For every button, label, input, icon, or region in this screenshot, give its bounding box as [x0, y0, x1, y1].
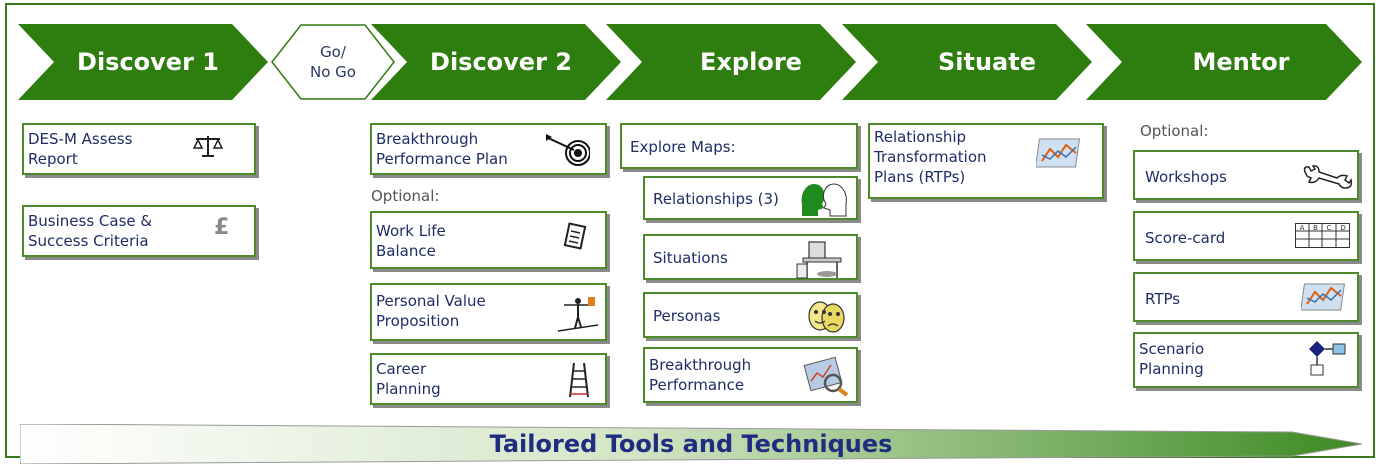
item-explore-maps-header: Explore Maps: [620, 123, 858, 169]
item-relationship-transformation-plans: Relationship Transformation Plans (RTPs) [868, 123, 1104, 199]
item-label: Situations [653, 249, 728, 267]
item-label: Personal Value Proposition [376, 292, 486, 330]
phase-label: Mentor [1192, 48, 1290, 76]
item-label: DES-M Assess Report [28, 130, 133, 168]
item-rtps: RTPs [1133, 272, 1359, 322]
grid-label: A [1300, 224, 1305, 232]
trend-chart-icon [1300, 280, 1353, 321]
phase-label: Discover 2 [430, 48, 572, 76]
item-des-m-assess-report: DES-M Assess Report [22, 123, 256, 175]
item-label: Business Case & Success Criteria [28, 212, 153, 250]
scroll-icon [562, 221, 588, 256]
desk-icon [795, 238, 847, 285]
item-label: Score-card [1145, 229, 1226, 247]
item-relationships: Relationships (3) [643, 176, 858, 220]
item-label: Breakthrough Performance [649, 356, 752, 394]
grid-label: B [1313, 224, 1318, 232]
item-personal-value-proposition: Personal Value Proposition [370, 283, 607, 341]
item-label: Work Life Balance [376, 222, 446, 260]
item-career-planning: Career Planning [370, 353, 607, 405]
item-business-case: Business Case & Success Criteria £ [22, 205, 256, 257]
item-situations: Situations [643, 234, 858, 280]
dart-target-icon [544, 131, 591, 172]
go-no-go-gate: Go/No Go [271, 24, 395, 100]
item-label: Scenario Planning [1139, 340, 1205, 378]
ladder-icon [568, 361, 590, 404]
masks-icon [807, 299, 847, 340]
chart-magnifier-icon [803, 353, 851, 404]
phase-discover-1: Discover 1 [18, 24, 268, 100]
grid-label: C [1327, 224, 1332, 232]
item-work-life-balance: Work Life Balance [370, 211, 607, 269]
phase-label: Situate [937, 48, 1036, 76]
item-label: RTPs [1145, 290, 1181, 308]
pound-icon: £ [214, 215, 230, 240]
wrench-icon [1301, 164, 1353, 195]
gate-line-2: No Go [310, 63, 356, 81]
tailored-tools-bar: Tailored Tools and Techniques [19, 423, 1363, 465]
heads-icon [798, 182, 850, 223]
grid-label: D [1340, 224, 1345, 232]
tightrope-walker-icon [557, 291, 599, 340]
optional-label: Optional: [371, 187, 440, 205]
item-breakthrough-performance-plan: Breakthrough Performance Plan [370, 123, 607, 175]
trend-chart-icon [1034, 135, 1088, 180]
phase-situate: Situate [842, 24, 1092, 100]
item-personas: Personas [643, 292, 858, 338]
item-workshops: Workshops [1133, 150, 1359, 200]
item-label: Relationships (3) [653, 190, 779, 208]
phase-explore: Explore [606, 24, 856, 100]
gate-line-1: Go/ [320, 43, 346, 61]
phase-label: Explore [700, 48, 802, 76]
item-label: Personas [653, 307, 721, 325]
item-label: Breakthrough Performance Plan [376, 130, 508, 168]
item-breakthrough-performance: Breakthrough Performance [643, 347, 858, 403]
item-scenario-planning: Scenario Planning [1133, 332, 1359, 388]
optional-label: Optional: [1140, 122, 1209, 140]
item-label: Workshops [1145, 168, 1227, 186]
item-label: Relationship Transformation Plans (RTPs) [874, 128, 987, 186]
item-label: Explore Maps: [630, 138, 736, 156]
flowchart-icon [1307, 339, 1351, 382]
tailored-tools-label: Tailored Tools and Techniques [489, 430, 893, 458]
phase-mentor: Mentor [1086, 24, 1362, 100]
scales-icon [192, 133, 224, 164]
item-label: Career Planning [376, 360, 441, 398]
phase-label: Discover 1 [77, 48, 219, 76]
phase-discover-2: Discover 2 [371, 24, 621, 100]
